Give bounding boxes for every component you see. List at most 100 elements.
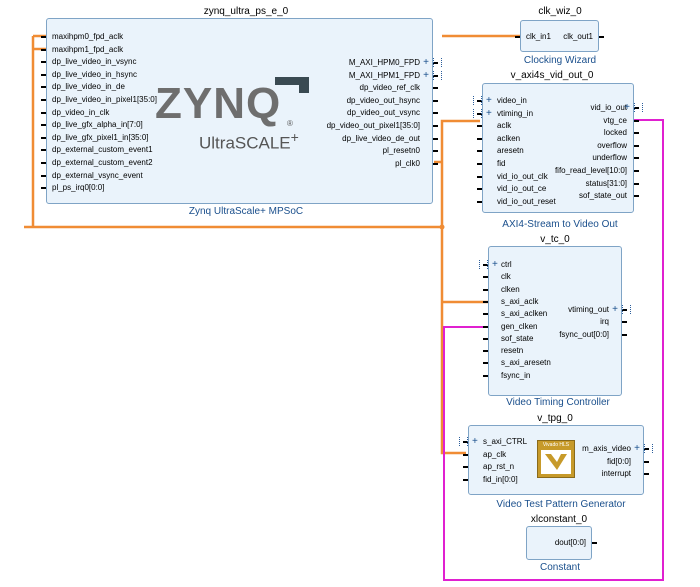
axi4s-port-l-4[interactable]	[477, 150, 482, 153]
zynq-port-r-2[interactable]	[433, 87, 438, 90]
ultrascale-word: UltraSCALE	[199, 133, 291, 153]
zynq-port-r-3[interactable]	[433, 99, 438, 102]
zynq-port-l-0[interactable]	[41, 36, 46, 38]
vtc-port-l-1[interactable]	[483, 276, 488, 279]
clock-net-wire[interactable]	[24, 34, 520, 455]
axi4s-port-l-1[interactable]	[477, 112, 482, 115]
vtc-port-l-4[interactable]	[483, 313, 488, 316]
tpg-port-r-0[interactable]	[644, 448, 649, 450]
vtc-port-l-0[interactable]	[483, 264, 488, 266]
axi4s-port-r-5[interactable]	[634, 170, 639, 172]
vtc-port-l-6[interactable]	[483, 337, 488, 340]
vtc-bus-connector-icon-r-0[interactable]	[622, 305, 631, 314]
constant-block[interactable]: dout[0:0]	[526, 526, 597, 560]
tpg-port-l-2[interactable]	[463, 466, 468, 468]
axi4s-port-l-6[interactable]	[477, 175, 482, 178]
zynq-port-l-6[interactable]	[41, 111, 46, 114]
axi4s-port-r-6[interactable]	[634, 182, 639, 185]
zynq-bus-expand-icon-r-0[interactable]: +	[423, 57, 429, 68]
tpg-bus-connector-icon-r-0[interactable]	[644, 444, 653, 453]
axi4s-bus-expand-icon-l-0[interactable]: +	[486, 95, 492, 106]
zynq-port-l-11[interactable]	[41, 174, 46, 177]
axi4s-pin-l-4: aresetn	[497, 146, 524, 156]
zynq-port-l-3[interactable]	[41, 73, 46, 76]
axi4s-bus-connector-icon-l-1[interactable]	[473, 108, 482, 118]
vtc-pin-l-1: clk	[501, 272, 511, 282]
axi4s-port-l-3[interactable]	[477, 137, 482, 140]
axi4s-port-r-2[interactable]	[634, 132, 639, 135]
zynq-port-r-7[interactable]	[433, 150, 438, 153]
vtc-pin-l-4: s_axi_aclken	[501, 309, 548, 319]
axi4s-port-l-5[interactable]	[477, 163, 482, 165]
vtc-port-l-3[interactable]	[483, 300, 488, 303]
tpg-port-l-3[interactable]	[463, 478, 468, 481]
tpg-port-l-0[interactable]	[463, 441, 468, 443]
axi4s-port-l-2[interactable]	[477, 125, 482, 128]
axi4s-pin-r-6: status[31:0]	[585, 178, 627, 188]
vtc-port-r-0[interactable]	[622, 309, 627, 311]
vtc-port-l-9[interactable]	[483, 374, 488, 377]
axi4s-bus-connector-icon-l-0[interactable]	[473, 96, 482, 105]
vtc-port-r-1[interactable]	[622, 321, 627, 324]
clkwiz-port-r-0[interactable]	[599, 36, 604, 38]
ultrascale-plus: +	[290, 129, 299, 145]
zynq-port-l-10[interactable]	[41, 162, 46, 164]
zynq-bus-connector-icon-r-0[interactable]	[433, 58, 442, 67]
vtg-ce-wire[interactable]	[443, 119, 664, 581]
axi4s-pin-r-2: locked	[603, 128, 627, 138]
zynq-port-l-2[interactable]	[41, 61, 46, 64]
vtc-port-l-5[interactable]	[483, 325, 488, 328]
zynq-port-l-8[interactable]	[41, 136, 46, 139]
vtc-port-l-2[interactable]	[483, 288, 488, 291]
axi4s-bus-expand-icon-l-1[interactable]: +	[486, 107, 492, 119]
tpg-bus-expand-icon-r-0[interactable]: +	[634, 443, 640, 454]
vtc-bus-connector-icon-l-0[interactable]	[479, 260, 488, 269]
clkwiz-port-l-0[interactable]	[515, 36, 520, 38]
axi4s-port-l-8[interactable]	[477, 200, 482, 203]
vtc-port-r-2[interactable]	[622, 333, 627, 336]
zynq-port-r-5[interactable]	[433, 125, 438, 127]
zynq-bus-expand-icon-r-1[interactable]: +	[423, 69, 429, 81]
axi4s-port-r-3[interactable]	[634, 144, 639, 147]
zynq-port-l-1[interactable]	[41, 48, 46, 51]
xlconst-port-r-0[interactable]	[592, 542, 597, 544]
tpg-port-l-1[interactable]	[463, 453, 468, 456]
zynq-port-r-0[interactable]	[433, 62, 438, 64]
axi4s-bus-expand-icon-r-0[interactable]: +	[624, 102, 630, 113]
zynq-port-l-9[interactable]	[41, 149, 46, 152]
tpg-port-r-2[interactable]	[644, 473, 649, 475]
zynq-pin-l-1: maxihpm1_fpd_aclk	[52, 44, 124, 54]
zynq-port-r-1[interactable]	[433, 74, 438, 77]
vtc-port-l-7[interactable]	[483, 350, 488, 353]
zynq-pin-l-11: dp_external_vsync_event	[52, 170, 143, 180]
zynq-port-l-12[interactable]	[41, 187, 46, 190]
zynq-port-l-5[interactable]	[41, 99, 46, 101]
axi4s-block-subtitle: AXI4-Stream to Video Out	[502, 219, 618, 230]
axi4s-port-r-0[interactable]	[634, 107, 639, 109]
tpg-port-r-1[interactable]	[644, 460, 649, 463]
tpg-pin-l-2: ap_rst_n	[483, 462, 515, 471]
vtc-bus-expand-icon-r-0[interactable]: +	[612, 304, 618, 315]
axi4s-port-l-7[interactable]	[477, 188, 482, 191]
tpg-bus-expand-icon-l-0[interactable]: +	[472, 436, 478, 447]
axi4s-bus-connector-icon-r-0[interactable]	[634, 103, 643, 112]
zynq-bus-connector-icon-r-1[interactable]	[433, 70, 442, 80]
axi4s-port-l-0[interactable]	[477, 100, 482, 102]
zynq-port-l-4[interactable]	[41, 86, 46, 89]
axi4s-port-r-1[interactable]	[634, 119, 639, 122]
zynq-port-r-4[interactable]	[433, 112, 438, 115]
zynq-port-r-8[interactable]	[433, 162, 438, 165]
zynq-port-r-6[interactable]	[433, 137, 438, 140]
tpg-bus-connector-icon-l-0[interactable]	[459, 437, 468, 446]
vtc-bus-expand-icon-l-0[interactable]: +	[492, 259, 498, 270]
vtc-block-name: v_tc_0	[540, 234, 570, 245]
axi4s-port-r-7[interactable]	[634, 195, 639, 198]
vtc-port-l-8[interactable]	[483, 362, 488, 365]
zynq-port-l-7[interactable]	[41, 124, 46, 127]
axi4s-port-r-4[interactable]	[634, 157, 639, 160]
